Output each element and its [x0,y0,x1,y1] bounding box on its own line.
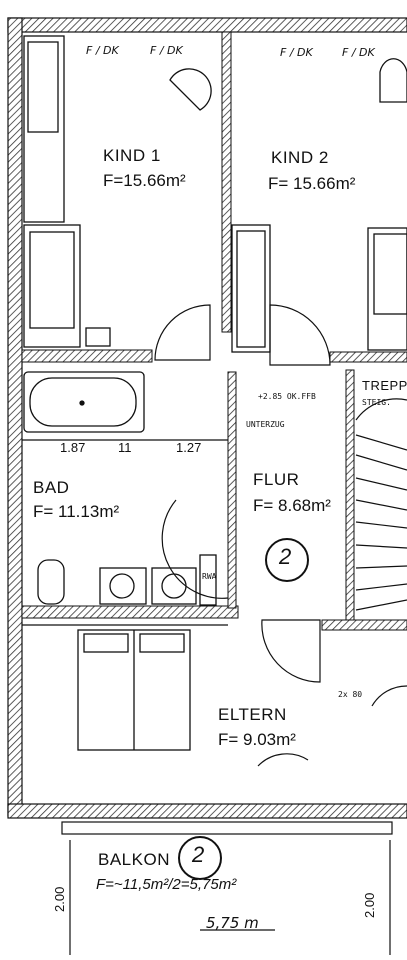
bad-mid-dimension: 11 [118,440,132,455]
eltern-label: ELTERN [218,705,287,724]
bad-right-dimension: 1.27 [176,440,202,455]
eltern-area: F= 9.03m² [218,730,296,749]
unterzug-note: UNTERZUG [246,420,285,429]
stair-note: STEIG. [362,398,391,407]
eltern-note: 2x 80 [338,690,363,699]
balkon-area: F=~11,5m²/2=5,75m² [96,876,237,893]
window-mark-kind1-left: F / DK [86,44,119,57]
kind2-furniture [231,58,407,353]
eltern-furniture [22,624,228,751]
balkon-room-marker [178,836,222,880]
bad-area: F= 11.13m² [33,502,120,521]
window-mark-kind1-right: F / DK [150,44,183,57]
flur-marker-number: 2 [279,544,292,569]
balkon-label: BALKON [98,850,170,869]
bad-width-dimension: 1.87 [60,440,86,455]
staircase [355,398,407,611]
kind1-label: KIND 1 [103,146,161,165]
balkon-marker-number: 2 [192,842,205,867]
bad-fixtures [22,371,228,606]
balkon-outline [61,821,393,955]
kind2-area: F= 15.66m² [268,174,356,193]
vent-note: RWA [202,572,217,581]
balkon-left-dimension: 2.00 [52,886,67,912]
kind2-label: KIND 2 [271,148,329,167]
bad-label: BAD [33,478,70,497]
kind1-area: F=15.66m² [103,171,186,190]
interior-walls [21,31,407,631]
window-mark-kind2-right: F / DK [342,46,375,59]
balkon-length: 5,75 m [206,914,259,932]
flur-area: F= 8.68m² [253,496,331,515]
level-note: +2.85 OK.FFB [258,392,316,401]
kind1-furniture [23,35,212,348]
window-mark-kind2-left: F / DK [280,46,313,59]
flur-room-marker [265,538,309,582]
outer-walls [7,17,407,819]
balkon-right-dimension: 2.00 [362,892,377,918]
door-swings [154,304,407,767]
flur-label: FLUR [253,470,300,489]
